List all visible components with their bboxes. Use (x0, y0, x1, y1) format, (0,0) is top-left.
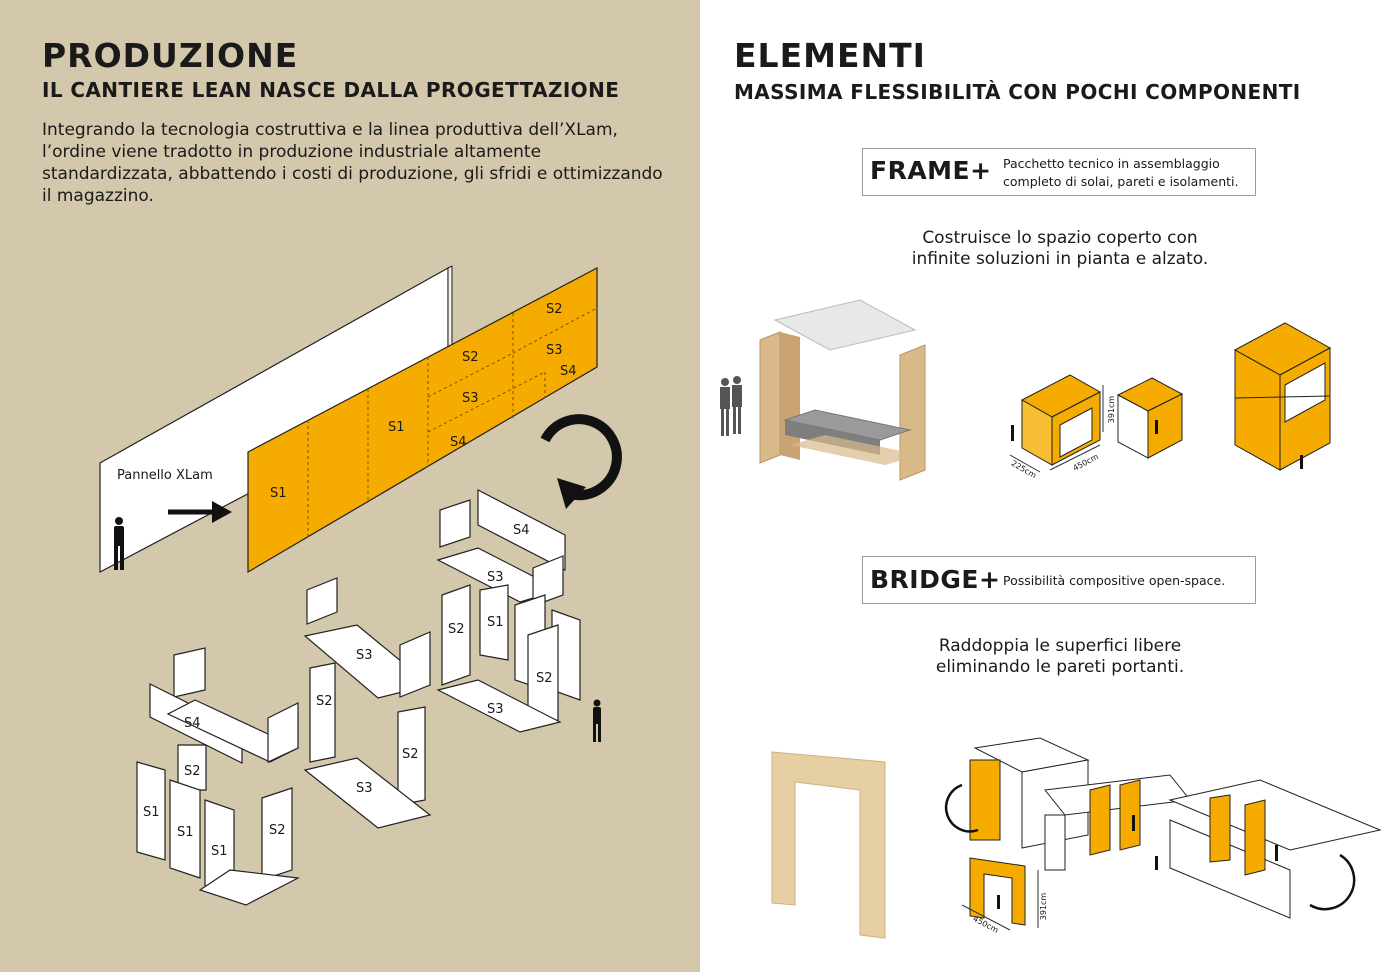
module-label: S3 (356, 781, 373, 796)
module-label: S1 (487, 615, 504, 630)
piece-label: S4 (450, 435, 467, 450)
bridge-plus-box: BRIDGE+ Possibilità compositive open-spa… (862, 556, 1256, 604)
module-label: S1 (177, 825, 194, 840)
bridge-caption-line1: Raddoppia le superfici libere (938, 636, 1182, 656)
module-label: S3 (487, 570, 504, 585)
frame-plus-illustration (720, 299, 1332, 481)
bridge-dim-height: 391cm (1039, 892, 1049, 921)
frame-caption-line2: infinite soluzioni in pianta e alzato. (911, 249, 1209, 269)
frame-plus-desc-line1: Pacchetto tecnico in assemblaggio (1003, 156, 1220, 171)
piece-label: S2 (462, 350, 479, 365)
person-silhouette-icon (720, 376, 742, 436)
section-title-produzione: PRODUZIONE (42, 36, 299, 75)
piece-label: S4 (560, 364, 577, 379)
person-silhouette-icon (997, 815, 1278, 909)
person-silhouette-icon (114, 517, 124, 570)
module-label: S3 (487, 702, 504, 717)
module-label: S2 (184, 764, 201, 779)
section-subtitle-elementi: MASSIMA FLESSIBILITÀ CON POCHI COMPONENT… (734, 80, 1301, 104)
module-label: S4 (513, 523, 530, 538)
bridge-caption-line2: eliminando le pareti portanti. (935, 657, 1185, 677)
frame-caption-line1: Costruisce lo spazio coperto con (922, 228, 1198, 248)
frame-plus-desc-line2: completo di solai, pareti e isolamenti. (1003, 174, 1239, 189)
left-page-produzione: PRODUZIONE IL CANTIERE LEAN NASCE DALLA … (0, 0, 700, 972)
panel-label: Pannello XLam (117, 468, 213, 483)
bridge-plus-name: BRIDGE+ (870, 565, 1001, 594)
module-label: S2 (536, 671, 553, 686)
exploded-modules-illustration (136, 489, 601, 906)
module-label: S2 (448, 622, 465, 637)
bridge-plus-caption: Raddoppia le superfici libere eliminando… (810, 636, 1310, 678)
person-silhouette-icon (593, 699, 601, 742)
module-label: S2 (269, 823, 286, 838)
module-label: S2 (402, 747, 419, 762)
xlam-panel-illustration (99, 265, 622, 574)
intro-paragraph: Integrando la tecnologia costruttiva e l… (42, 120, 663, 206)
frame-plus-box: FRAME+ Pacchetto tecnico in assemblaggio… (862, 148, 1256, 196)
section-subtitle-produzione: IL CANTIERE LEAN NASCE DALLA PROGETTAZIO… (42, 78, 620, 102)
piece-label: S3 (546, 343, 563, 358)
piece-label: S3 (462, 391, 479, 406)
piece-label: S1 (270, 486, 287, 501)
frame-plus-name: FRAME+ (870, 156, 992, 185)
module-label: S1 (143, 805, 160, 820)
piece-label: S1 (388, 420, 405, 435)
person-silhouette-icon (1011, 420, 1303, 469)
frame-plus-caption: Costruisce lo spazio coperto con infinit… (810, 228, 1310, 270)
bridge-plus-illustration (771, 737, 1382, 939)
section-title-elementi: ELEMENTI (734, 36, 926, 75)
piece-label: S2 (546, 302, 563, 317)
right-page-elementi: ELEMENTI MASSIMA FLESSIBILITÀ CON POCHI … (700, 0, 1400, 972)
module-label: S4 (184, 716, 201, 731)
module-label: S2 (316, 694, 333, 709)
module-label: S1 (211, 844, 228, 859)
module-label: S3 (356, 648, 373, 663)
bridge-plus-desc: Possibilità compositive open-space. (1003, 573, 1226, 588)
